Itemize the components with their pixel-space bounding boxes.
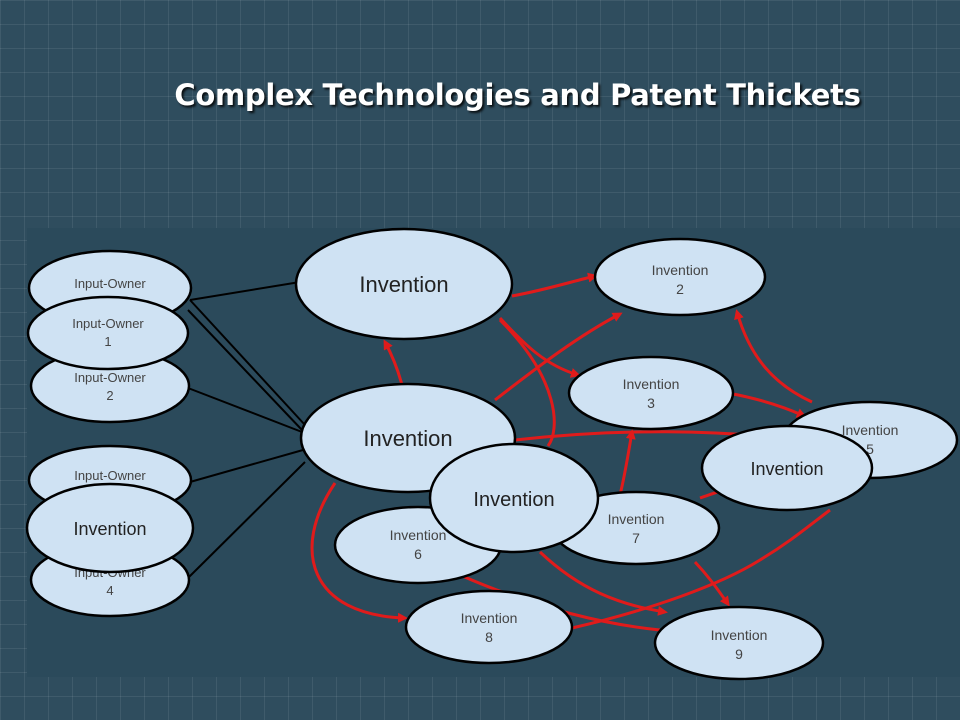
invention-right: Invention — [700, 424, 874, 512]
invention-6-number: 6 — [414, 546, 422, 562]
invention-7-number: 7 — [632, 530, 640, 546]
invention-9-number: 9 — [735, 646, 743, 662]
input-owner-top-label: Input-Owner — [74, 276, 146, 291]
invention-middle-label: Invention — [473, 489, 554, 511]
invention-left: Invention — [25, 482, 195, 574]
invention-8-number: 8 — [485, 629, 493, 645]
invention-3: Invention 3 — [567, 355, 735, 431]
edge-5-to-2 — [734, 309, 813, 404]
invention-5-label: Invention — [842, 422, 899, 438]
input-owner-4-number: 4 — [106, 583, 113, 598]
invention-top: Invention — [294, 227, 514, 341]
input-owner-1-number: 1 — [104, 334, 111, 349]
invention-9-label: Invention — [711, 627, 768, 643]
invention-9: Invention 9 — [653, 605, 825, 681]
input-owner-1-label: Input-Owner — [72, 316, 144, 331]
edge-owner-1-to-invention-center — [187, 309, 303, 431]
edge-8-to-right — [571, 508, 831, 630]
edge-top-to-2 — [511, 272, 598, 298]
input-owner-3-label: Input-Owner — [74, 468, 146, 483]
edge-middle-to-9 — [538, 550, 668, 616]
edge-owner-2-to-invention-center — [187, 387, 303, 433]
input-owner-2: Input-Owner 2 — [29, 348, 191, 424]
invention-8: Invention 8 — [404, 589, 574, 665]
invention-left-label: Invention — [73, 519, 146, 539]
edge-center-curve-down — [310, 482, 408, 623]
invention-middle: Invention — [428, 442, 600, 554]
edge-center-to-2 — [494, 312, 623, 402]
invention-2: Invention 2 — [593, 237, 767, 317]
invention-2-label: Invention — [652, 262, 709, 278]
invention-3-number: 3 — [647, 395, 655, 411]
edge-owner-3-to-invention-center — [189, 449, 304, 483]
edge-top-down — [498, 318, 556, 447]
edge-owner-top-to-invention-center — [189, 299, 306, 426]
invention-3-label: Invention — [623, 376, 680, 392]
invention-7-label: Invention — [608, 511, 665, 527]
edge-6-to-9 — [459, 573, 661, 632]
invention-6-label: Invention — [390, 527, 447, 543]
invention-center-label: Invention — [363, 426, 452, 451]
black-edges — [187, 281, 306, 579]
invention-right-label: Invention — [750, 459, 823, 479]
edge-owner-4-to-invention-center — [187, 461, 306, 579]
edge-center-to-top — [383, 339, 404, 386]
invention-2-number: 2 — [676, 281, 684, 297]
input-owner-1: Input-Owner 1 — [26, 295, 190, 371]
slide-title: Complex Technologies and Patent Thickets — [174, 78, 861, 112]
input-owner-2-label: Input-Owner — [74, 370, 146, 385]
input-owner-2-number: 2 — [106, 388, 113, 403]
edge-7-to-3 — [618, 429, 636, 496]
invention-5-number: 5 — [866, 441, 874, 457]
edge-owner-top-to-invention-top — [189, 281, 301, 301]
invention-top-label: Invention — [359, 272, 448, 297]
edge-3-to-5 — [727, 391, 807, 418]
invention-8-label: Invention — [461, 610, 518, 626]
